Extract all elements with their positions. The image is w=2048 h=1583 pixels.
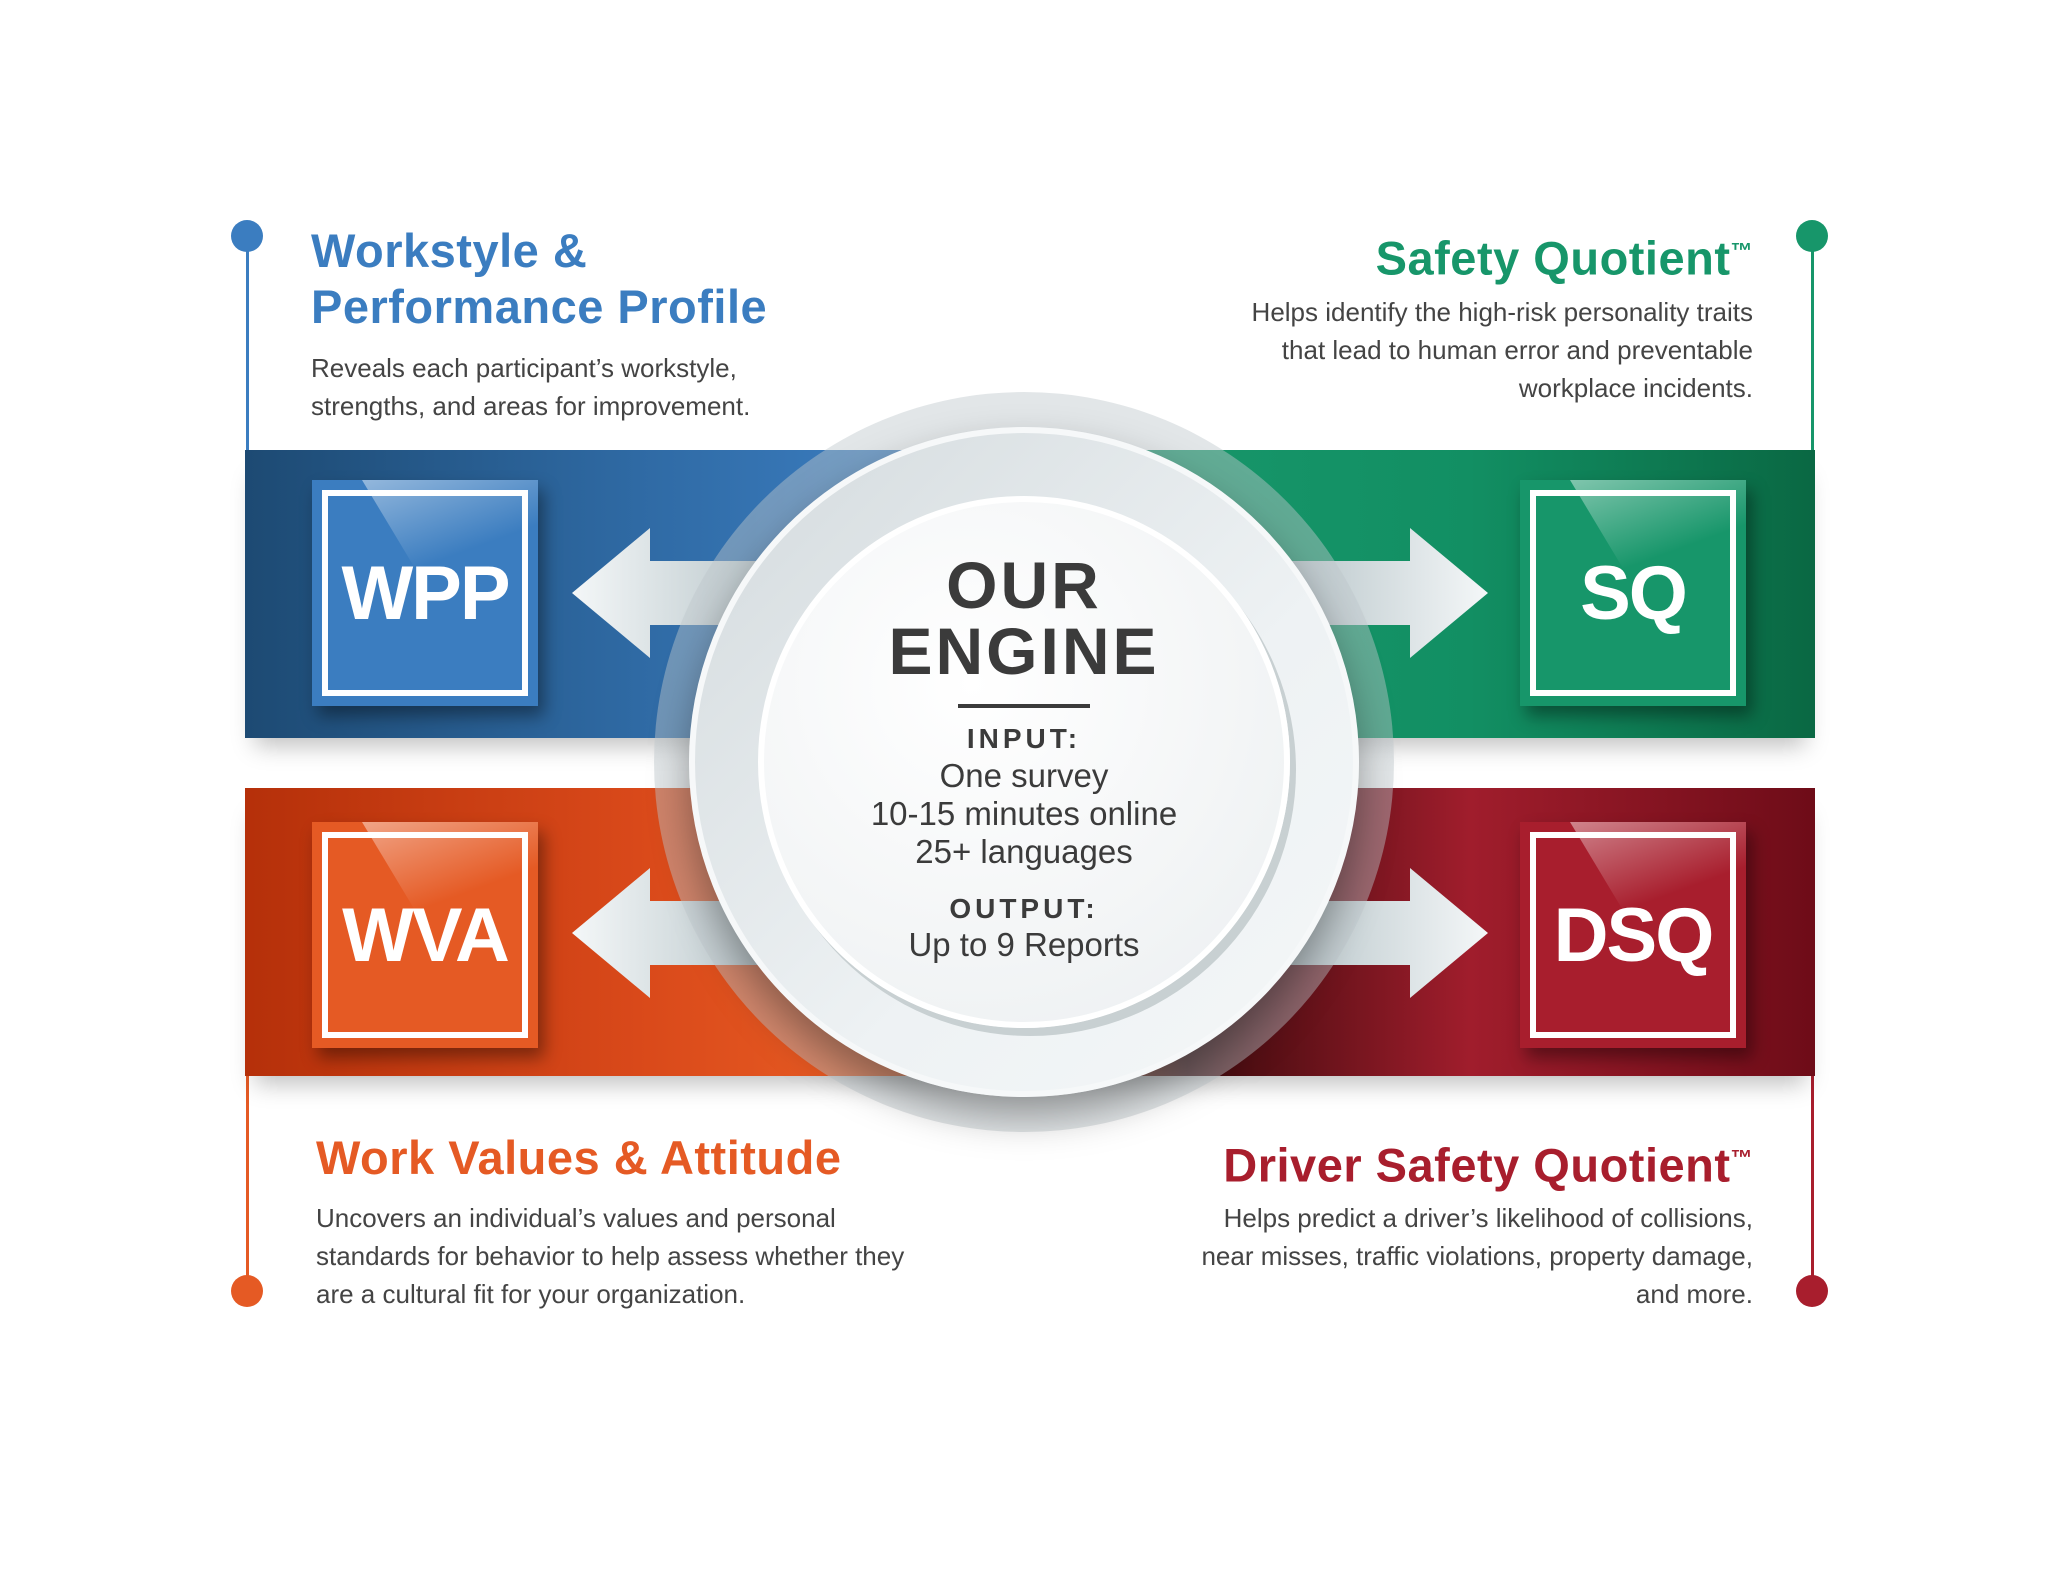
engine-title-line2: ENGINE bbox=[888, 614, 1160, 688]
wva-abbr: WVA bbox=[342, 892, 510, 978]
wpp-abbr: WPP bbox=[341, 550, 510, 636]
dsq-title: Driver Safety Quotient™ bbox=[1223, 1130, 1753, 1194]
input-line: 25+ languages bbox=[915, 833, 1133, 870]
wpp-title: Workstyle &Performance Profile bbox=[311, 223, 767, 335]
arrow-right-icon bbox=[1288, 868, 1488, 998]
sq-title: Safety Quotient™ bbox=[1376, 223, 1753, 287]
sq-badge: SQ bbox=[1520, 480, 1746, 706]
arrow-right-icon bbox=[1288, 528, 1488, 658]
wva-desc-line: are a cultural fit for your organization… bbox=[316, 1279, 746, 1309]
dsq-badge: DSQ bbox=[1520, 822, 1746, 1048]
sq-desc-line: that lead to human error and preventable bbox=[1281, 335, 1753, 365]
dsq-desc-line: Helps predict a driver’s likelihood of c… bbox=[1223, 1203, 1753, 1233]
wva-desc-line: Uncovers an individual’s values and pers… bbox=[316, 1203, 836, 1233]
dsq-desc-line: near misses, traffic violations, propert… bbox=[1201, 1241, 1753, 1271]
dsq-connector-line bbox=[1811, 1074, 1814, 1289]
dsq-abbr: DSQ bbox=[1553, 892, 1715, 978]
input-label: INPUT: bbox=[966, 723, 1082, 754]
arrow-left-icon bbox=[572, 528, 772, 658]
input-line: One survey bbox=[939, 757, 1109, 794]
dsq-dot bbox=[1796, 1275, 1828, 1307]
dsq-desc-line: and more. bbox=[1635, 1279, 1753, 1309]
dsq-description: Helps predict a driver’s likelihood of c… bbox=[1201, 1199, 1753, 1313]
wpp-desc-line: Reveals each participant’s workstyle, bbox=[311, 353, 737, 383]
wpp-description: Reveals each participant’s workstyle, str… bbox=[311, 349, 750, 425]
wpp-title-line2: Performance Profile bbox=[311, 280, 768, 333]
input-line: 10-15 minutes online bbox=[870, 795, 1178, 832]
sq-desc-line: Helps identify the high-risk personality… bbox=[1251, 297, 1753, 327]
sq-dot bbox=[1796, 220, 1828, 252]
wva-desc-line: standards for behavior to help assess wh… bbox=[316, 1241, 905, 1271]
engine-circle bbox=[758, 496, 1290, 1028]
engine-title-line1: OUR bbox=[946, 548, 1102, 622]
wva-title: Work Values & Attitude bbox=[316, 1131, 842, 1184]
wpp-dot bbox=[231, 220, 263, 252]
wva-connector-line bbox=[246, 1074, 249, 1289]
sq-title-text: Safety Quotient bbox=[1375, 231, 1731, 285]
engine-divider bbox=[958, 704, 1090, 708]
sq-description: Helps identify the high-risk personality… bbox=[1252, 293, 1753, 407]
arrow-left-icon bbox=[572, 868, 772, 998]
wva-description: Uncovers an individual’s values and pers… bbox=[316, 1199, 904, 1313]
sq-connector-line bbox=[1811, 250, 1814, 450]
sq-desc-line: workplace incidents. bbox=[1518, 373, 1753, 403]
wpp-desc-line: strengths, and areas for improvement. bbox=[311, 391, 751, 421]
wpp-connector-line bbox=[246, 250, 249, 450]
trademark-mark: ™ bbox=[1730, 238, 1753, 263]
output-label: OUTPUT: bbox=[949, 893, 1099, 924]
dsq-title-text: Driver Safety Quotient bbox=[1223, 1138, 1731, 1192]
output-details: Up to 9 Reports bbox=[908, 926, 1140, 963]
trademark-mark: ™ bbox=[1730, 1145, 1753, 1170]
wva-badge: WVA bbox=[312, 822, 538, 1048]
wva-dot bbox=[231, 1275, 263, 1307]
sq-abbr: SQ bbox=[1580, 550, 1688, 636]
wpp-badge: WPP bbox=[312, 480, 538, 706]
wpp-title-line1: Workstyle & bbox=[311, 224, 588, 277]
